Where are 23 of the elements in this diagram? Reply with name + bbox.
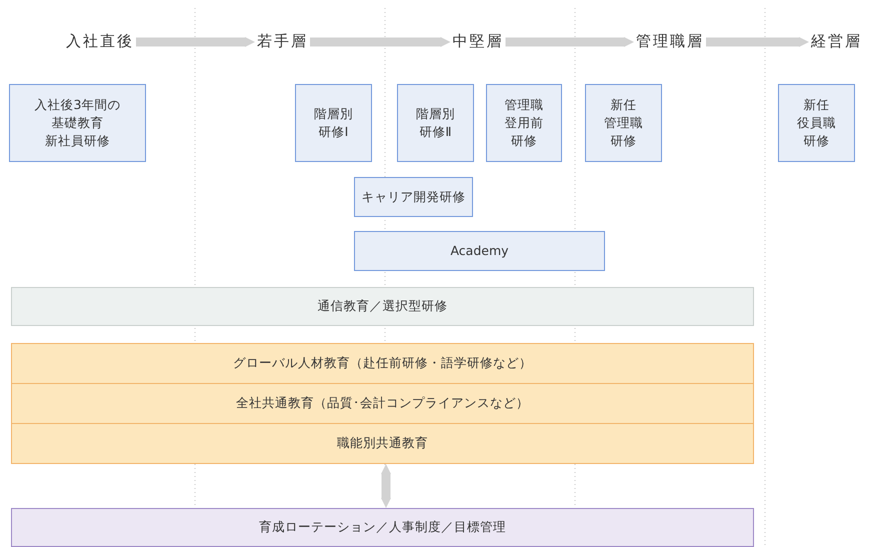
education-bar: 職能別共通教育 bbox=[11, 423, 754, 464]
arrow bbox=[506, 37, 634, 47]
training-box: 階層別研修Ⅱ bbox=[397, 84, 474, 162]
training-box: 管理職登用前研修 bbox=[486, 84, 562, 162]
stage-heading: 入社直後 bbox=[64, 25, 136, 59]
training-box: キャリア開発研修 bbox=[354, 177, 473, 217]
stage-heading: 若手層 bbox=[255, 25, 310, 59]
stage-heading: 管理職層 bbox=[634, 25, 706, 59]
stage-heading: 中堅層 bbox=[450, 25, 506, 59]
program-bar: 通信教育／選択型研修 bbox=[11, 287, 754, 326]
training-box: 新任役員職研修 bbox=[778, 84, 855, 162]
arrow bbox=[136, 37, 255, 47]
education-bar: グローバル人材教育（赴任前研修・語学研修など） bbox=[11, 343, 754, 384]
education-bar: 全社共通教育（品質･会計コンプライアンスなど） bbox=[11, 383, 754, 424]
arrow bbox=[310, 37, 450, 47]
training-box: 入社後3年間の基礎教育新社員研修 bbox=[9, 84, 146, 162]
arrow bbox=[706, 37, 809, 47]
system-bar: 育成ローテーション／人事制度／目標管理 bbox=[11, 508, 754, 547]
arrow bbox=[381, 464, 391, 508]
stage-heading: 経営層 bbox=[809, 25, 864, 59]
training-box: 階層別研修Ⅰ bbox=[295, 84, 372, 162]
training-box: Academy bbox=[354, 231, 605, 271]
training-box: 新任管理職研修 bbox=[585, 84, 662, 162]
